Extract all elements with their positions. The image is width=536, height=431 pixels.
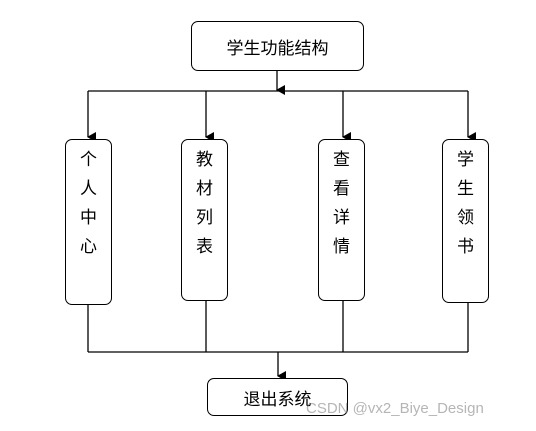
label-char: 领 (457, 208, 474, 228)
label-char: 心 (80, 237, 97, 257)
root-node-label: 学生功能结构 (226, 38, 329, 59)
label-char: 人 (80, 179, 97, 199)
module-personal-center-label: 个人中心 (66, 140, 111, 262)
label-char: 教 (196, 150, 213, 170)
watermark-text: CSDN @vx2_Biye_Design (306, 400, 484, 417)
root-node: 学生功能结构 (191, 21, 364, 71)
label-char: 表 (196, 237, 213, 257)
module-textbook-list-label: 教材列表 (182, 140, 227, 262)
label-char: 学 (457, 150, 474, 170)
label-char: 材 (196, 179, 213, 199)
label-char: 详 (333, 208, 350, 228)
module-student-claim-book-label: 学生领书 (443, 140, 488, 262)
module-student-claim-book: 学生领书 (442, 139, 489, 303)
label-char: 中 (80, 208, 97, 228)
label-char: 生 (457, 179, 474, 199)
module-textbook-list: 教材列表 (181, 139, 228, 301)
exit-node: 退出系统 (207, 378, 348, 416)
label-char: 书 (457, 237, 474, 257)
module-view-details: 查看详情 (318, 139, 365, 301)
label-char: 看 (333, 179, 350, 199)
module-personal-center: 个人中心 (65, 139, 112, 305)
label-char: 列 (196, 208, 213, 228)
label-char: 情 (333, 237, 350, 257)
label-char: 查 (333, 150, 350, 170)
label-char: 个 (80, 150, 97, 170)
module-view-details-label: 查看详情 (319, 140, 364, 262)
exit-node-label: 退出系统 (243, 389, 312, 410)
